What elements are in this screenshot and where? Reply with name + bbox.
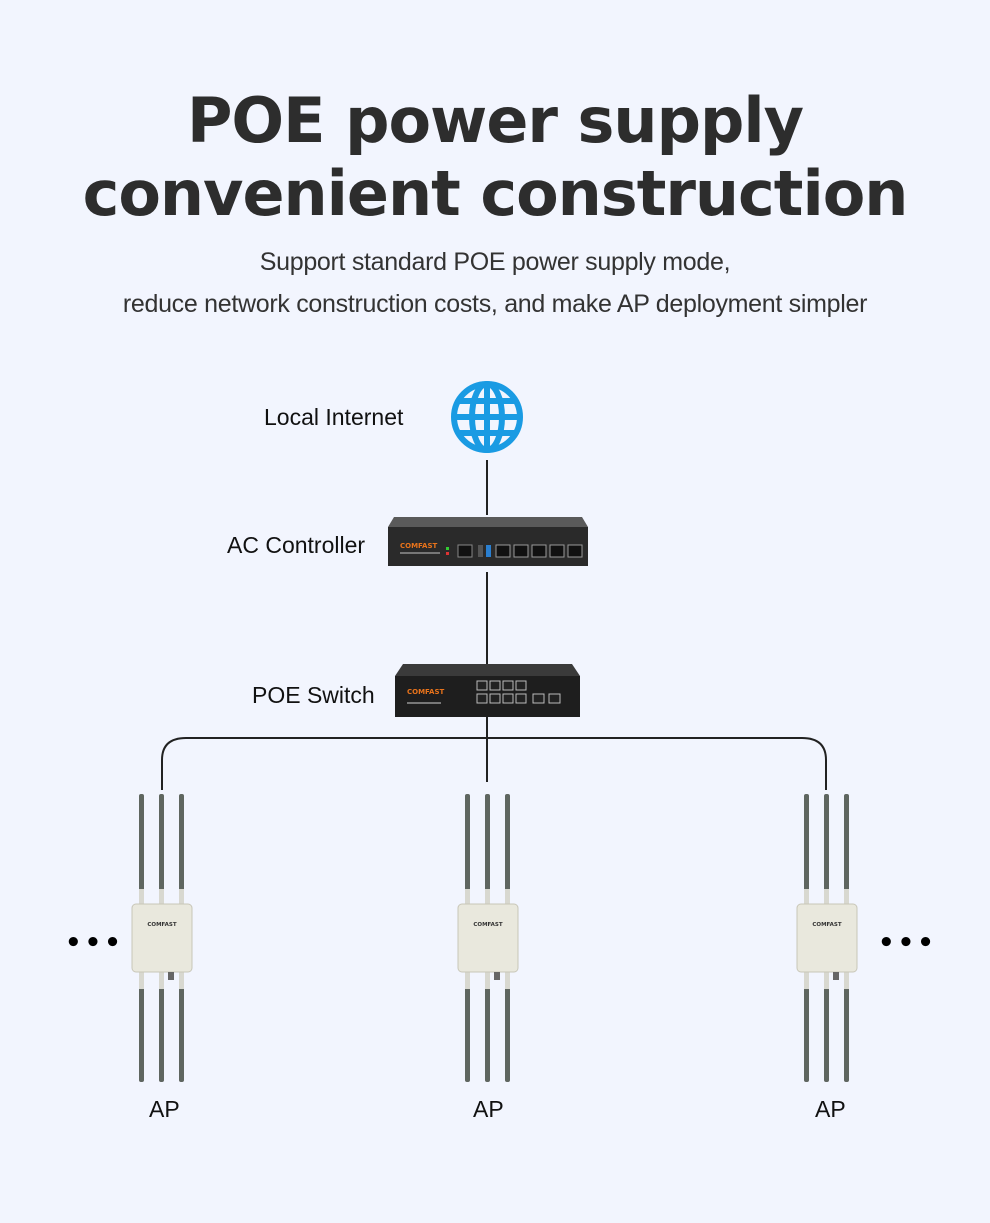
ap-label-center: AP xyxy=(473,1096,504,1122)
switch-label: POE Switch xyxy=(252,682,375,708)
ap-label-right: AP xyxy=(815,1096,846,1122)
ap-device-right xyxy=(796,793,858,1083)
subtitle-line-2: reduce network construction costs, and m… xyxy=(122,290,868,318)
wire-controller-switch xyxy=(486,572,488,664)
svg-text:COMFAST: COMFAST xyxy=(400,542,437,550)
ap-device-left xyxy=(131,793,193,1083)
poe-switch-device: COMFAST xyxy=(395,664,580,717)
wire-internet-controller xyxy=(486,460,488,515)
more-aps-right-ellipsis: ••• xyxy=(878,928,937,958)
page-title-line-1: POE power supply xyxy=(186,84,804,157)
subtitle-line-1: Support standard POE power supply mode, xyxy=(259,248,731,276)
ac-controller-device: COMFAST xyxy=(388,517,588,566)
internet-label: Local Internet xyxy=(264,404,404,430)
globe-icon xyxy=(451,381,523,453)
more-aps-left-ellipsis: ••• xyxy=(65,928,124,958)
ap-label-left: AP xyxy=(149,1096,180,1122)
wire-switch-center-ap xyxy=(486,716,488,782)
ap-device-center xyxy=(457,793,519,1083)
controller-label: AC Controller xyxy=(227,532,366,558)
page-title-line-2: convenient construction xyxy=(82,157,909,230)
svg-text:COMFAST: COMFAST xyxy=(407,688,444,696)
